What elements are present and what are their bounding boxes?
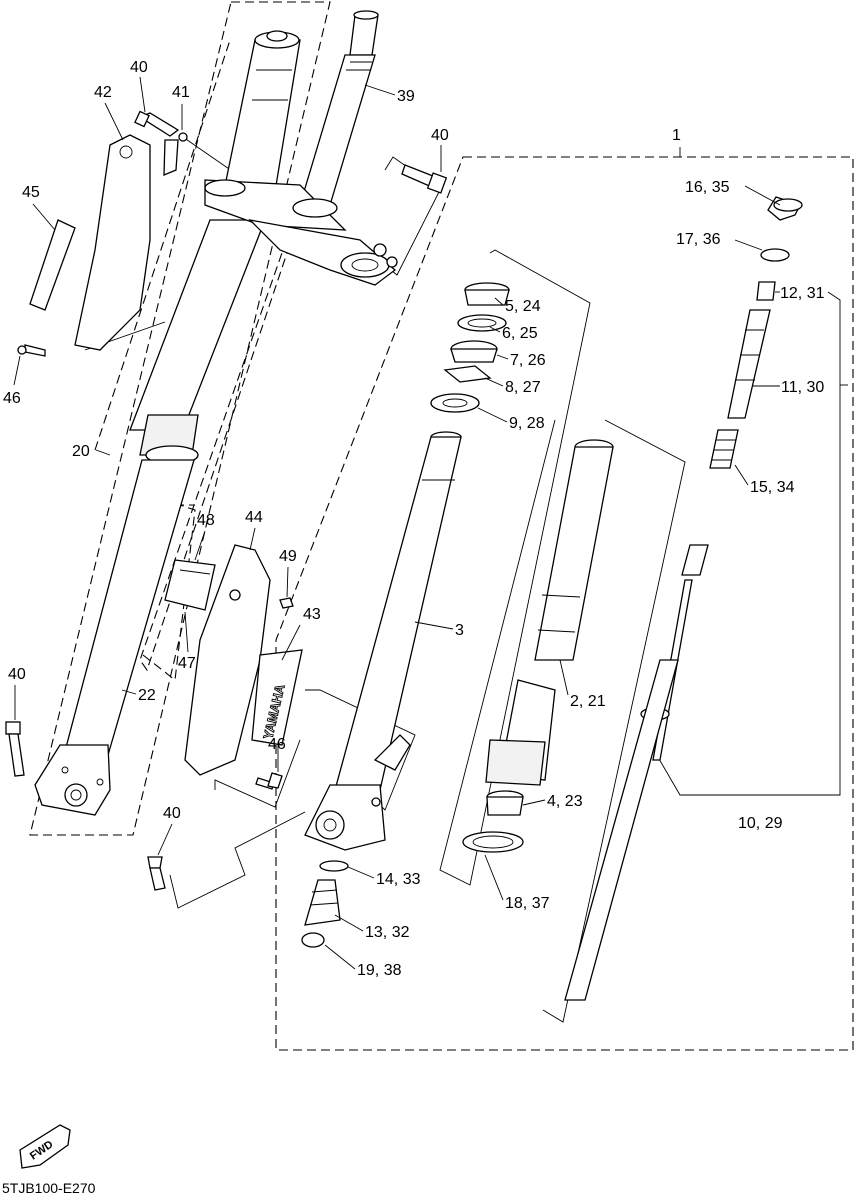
fork-guard-lower: YAMAHA bbox=[164, 544, 303, 790]
fwd-arrow-badge: FWD bbox=[19, 1124, 71, 1169]
label-46-lower: 46 bbox=[268, 736, 286, 753]
label-40-bottom: 40 bbox=[163, 805, 181, 822]
label-42: 42 bbox=[94, 84, 112, 101]
label-41: 41 bbox=[172, 84, 190, 101]
label-12-31: 12, 31 bbox=[780, 285, 825, 302]
diagram-code: 5TJB100-E270 bbox=[2, 1180, 96, 1196]
label-14-33: 14, 33 bbox=[376, 871, 421, 888]
label-7-26: 7, 26 bbox=[510, 352, 546, 369]
label-8-27: 8, 27 bbox=[505, 379, 541, 396]
label-16-35: 16, 35 bbox=[685, 179, 730, 196]
label-1: 1 bbox=[672, 127, 681, 144]
label-46-upper: 46 bbox=[3, 390, 21, 407]
label-13-32: 13, 32 bbox=[365, 924, 410, 941]
label-6-25: 6, 25 bbox=[502, 325, 538, 342]
label-3: 3 bbox=[455, 622, 464, 639]
label-19-38: 19, 38 bbox=[357, 962, 402, 979]
callout-labels: 1 16, 35 17, 36 12, 31 11, 30 15, 34 10,… bbox=[3, 59, 825, 979]
outer-tube-2 bbox=[462, 439, 614, 853]
label-48: 48 bbox=[197, 512, 215, 529]
label-43: 43 bbox=[303, 606, 321, 623]
label-44: 44 bbox=[245, 509, 263, 526]
label-5-24: 5, 24 bbox=[505, 298, 541, 315]
bolt-group-top bbox=[134, 110, 448, 194]
label-9-28: 9, 28 bbox=[509, 415, 545, 432]
damper-assembly bbox=[564, 196, 803, 1001]
label-39: 39 bbox=[397, 88, 415, 105]
label-11-30: 11, 30 bbox=[781, 379, 824, 396]
label-45: 45 bbox=[22, 184, 40, 201]
label-20: 20 bbox=[72, 443, 90, 460]
bolt-40-side bbox=[5, 721, 166, 891]
label-15-34: 15, 34 bbox=[750, 479, 795, 496]
label-40-top-right: 40 bbox=[431, 127, 449, 144]
label-22: 22 bbox=[138, 687, 156, 704]
label-2-21: 2, 21 bbox=[570, 693, 606, 710]
left-fork-assembly bbox=[34, 30, 301, 816]
triple-clamp-assembly bbox=[204, 10, 398, 286]
label-18-37: 18, 37 bbox=[505, 895, 550, 912]
label-49: 49 bbox=[279, 548, 297, 565]
fork-guard-upper bbox=[17, 134, 151, 357]
dashed-boundaries bbox=[29, 1, 854, 1051]
label-47: 47 bbox=[178, 655, 196, 672]
seal-stack bbox=[430, 282, 510, 413]
label-40-left: 40 bbox=[8, 666, 26, 683]
inner-tube-3 bbox=[301, 431, 462, 948]
label-40-top-left: 40 bbox=[130, 59, 148, 76]
label-4-23: 4, 23 bbox=[547, 793, 583, 810]
label-10-29: 10, 29 bbox=[738, 815, 783, 832]
label-17-36: 17, 36 bbox=[676, 231, 721, 248]
